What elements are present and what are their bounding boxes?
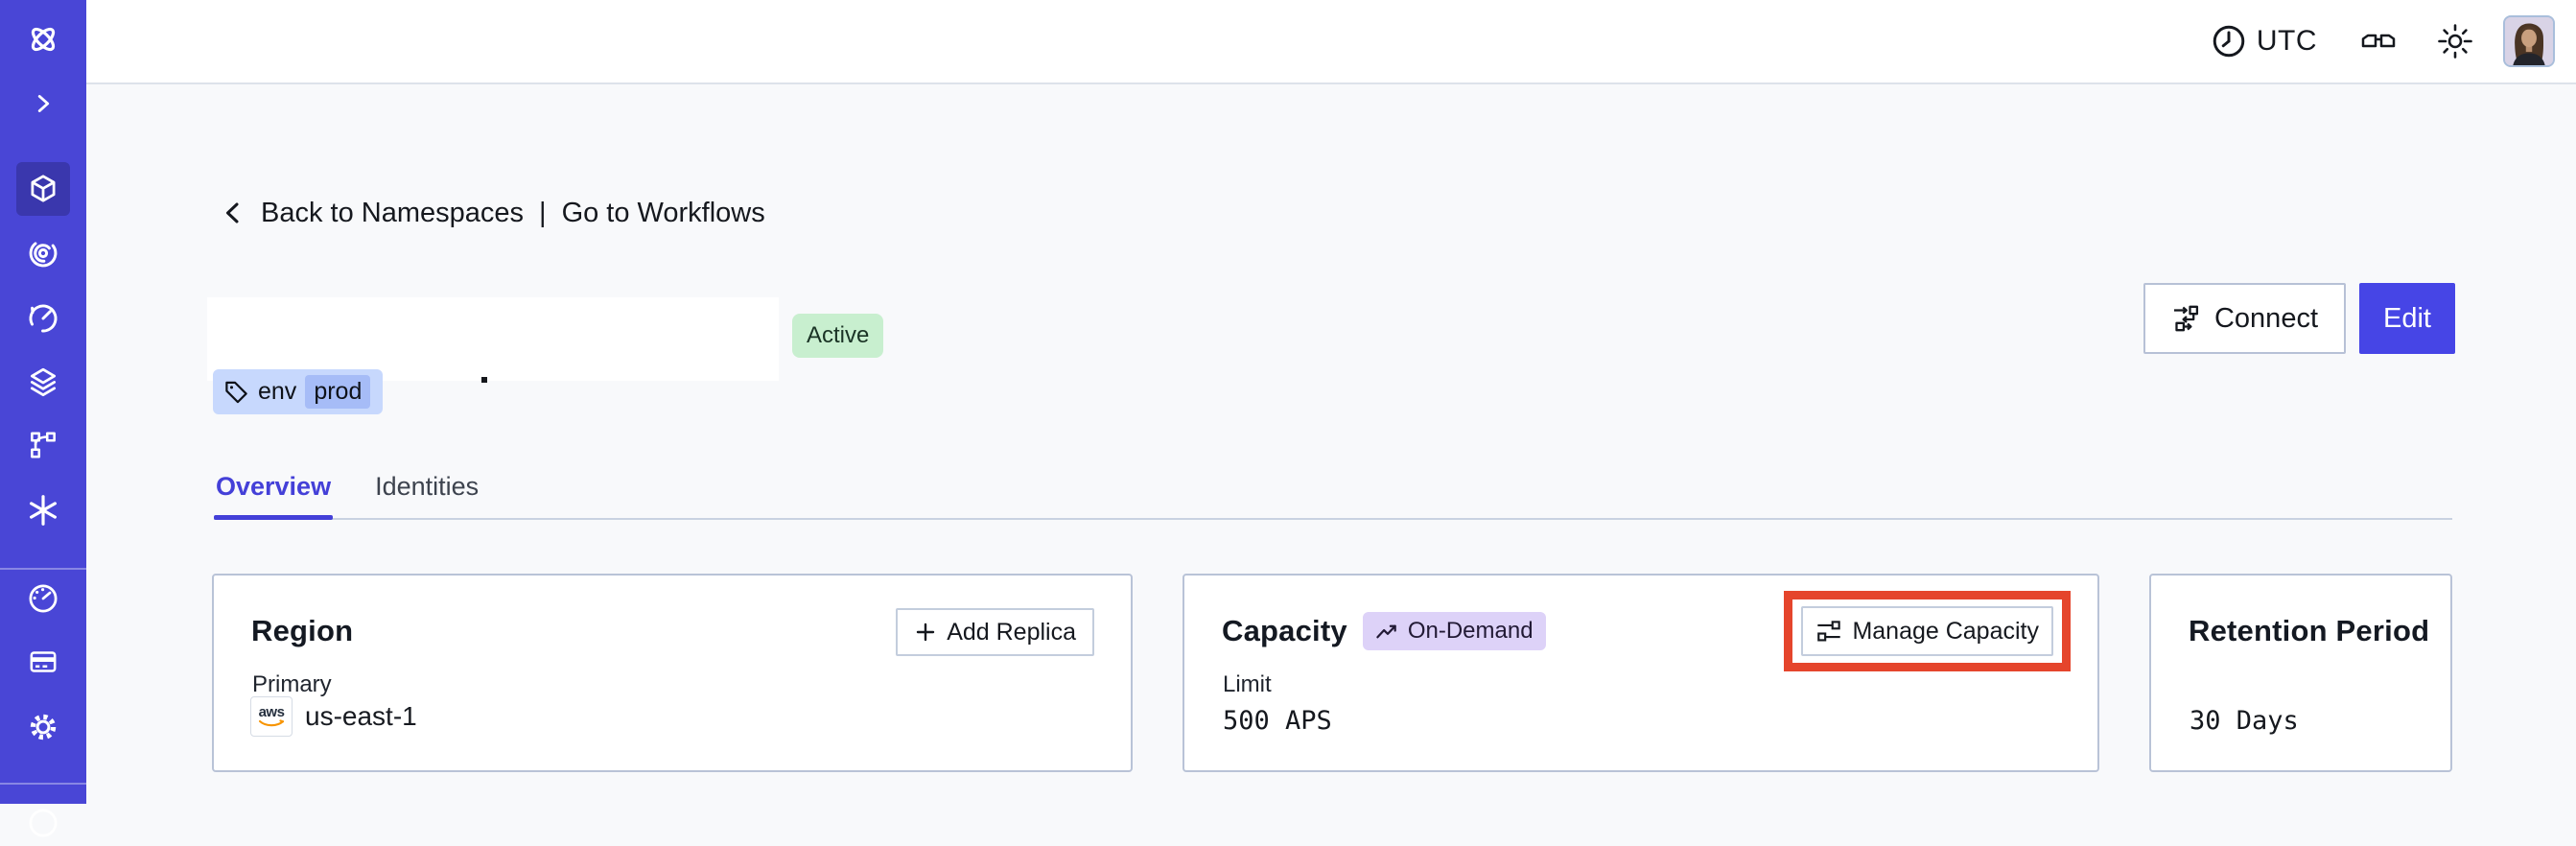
timezone-label: UTC <box>2256 25 2317 57</box>
retention-value: 30 Days <box>2190 706 2299 736</box>
connect-button[interactable]: Connect <box>2143 283 2346 354</box>
sidebar-item-namespaces[interactable] <box>0 166 86 212</box>
primary-region-row: aws us-east-1 <box>250 696 417 737</box>
namespace-tag-chip[interactable]: env prod <box>213 369 384 414</box>
trending-up-icon <box>1375 620 1399 644</box>
on-demand-label: On-Demand <box>1407 618 1534 644</box>
credit-card-icon <box>26 645 60 679</box>
limit-value: 500 APS <box>1223 706 1332 736</box>
limit-label: Limit <box>1223 671 1272 697</box>
plus-icon <box>914 621 937 644</box>
add-replica-label: Add Replica <box>947 618 1076 646</box>
region-card-title: Region <box>251 614 354 647</box>
namespace-title-dot <box>481 377 487 383</box>
edit-button[interactable]: Edit <box>2359 283 2455 354</box>
aws-logo: aws <box>250 696 293 737</box>
breadcrumb-back-link[interactable]: Back to Namespaces <box>261 197 525 228</box>
sidebar-item-nexus[interactable] <box>0 487 86 533</box>
spiral-icon <box>26 236 60 270</box>
branch-icon <box>26 428 60 462</box>
on-demand-badge: On-Demand <box>1362 612 1546 650</box>
theme-toggle[interactable] <box>2436 22 2474 60</box>
circle-icon <box>26 806 60 840</box>
sidebar-item-workflows[interactable] <box>0 230 86 276</box>
retention-card-title: Retention Period <box>2189 614 2430 647</box>
overview-cards: Region Add Replica Primary aws <box>212 574 2452 772</box>
cube-icon <box>26 172 60 206</box>
chevron-right-icon <box>28 88 59 119</box>
primary-label: Primary <box>252 671 332 697</box>
main-content: Back to Namespaces | Go to Workflows Act… <box>86 86 2576 804</box>
tabs: Overview Identities <box>214 472 2452 520</box>
breadcrumb-separator: | <box>539 197 547 228</box>
manage-capacity-label: Manage Capacity <box>1852 617 2039 645</box>
gauge-icon <box>26 581 60 616</box>
tag-value: prod <box>305 375 371 409</box>
add-replica-button[interactable]: Add Replica <box>896 608 1094 656</box>
namespace-detail-page: { "topbar": { "timezone": "UTC" }, "brea… <box>0 0 2576 804</box>
tag-key: env <box>258 378 297 405</box>
sidebar-item-batch[interactable] <box>0 422 86 468</box>
breadcrumb: Back to Namespaces | Go to Workflows <box>219 194 765 232</box>
region-card: Region Add Replica Primary aws <box>212 574 1133 772</box>
labs-toggle[interactable] <box>2359 24 2398 59</box>
sliders-icon <box>1815 618 1842 645</box>
sidebar-item-usage[interactable] <box>0 576 86 622</box>
connect-flow-icon <box>2171 303 2202 334</box>
highlight-box: Manage Capacity <box>1784 591 2071 671</box>
temporal-logo-icon <box>24 20 62 59</box>
chevron-left-icon[interactable] <box>219 199 247 227</box>
sidebar-item-settings[interactable] <box>0 704 86 750</box>
sidebar-item-billing[interactable] <box>0 639 86 685</box>
manage-capacity-button[interactable]: Manage Capacity <box>1801 606 2053 656</box>
sidebar-item-logo[interactable] <box>0 16 86 62</box>
namespace-title-redacted <box>207 297 779 381</box>
sidebar-item-deployments[interactable] <box>0 360 86 406</box>
sidebar-item-schedules[interactable] <box>0 295 86 341</box>
glasses-icon <box>2359 24 2398 59</box>
sidebar-nav <box>0 0 86 837</box>
header-actions: Connect Edit <box>2143 283 2455 354</box>
sidebar-divider <box>0 568 86 570</box>
sidebar-divider <box>0 783 86 785</box>
tab-overview[interactable]: Overview <box>214 472 334 520</box>
clock-arrow-icon <box>26 301 60 336</box>
connect-button-label: Connect <box>2213 302 2318 334</box>
sidebar-item-expand[interactable] <box>0 81 86 127</box>
status-badge: Active <box>792 314 884 358</box>
tab-identities[interactable]: Identities <box>375 472 480 501</box>
region-name: us-east-1 <box>305 701 417 731</box>
edit-button-label: Edit <box>2383 302 2431 334</box>
topbar: UTC <box>86 0 2576 84</box>
asterisk-icon <box>26 493 60 528</box>
layers-icon <box>26 365 60 400</box>
sun-icon <box>2436 22 2474 60</box>
tag-icon <box>223 379 249 405</box>
capacity-card: Capacity On-Demand <box>1183 574 2099 772</box>
user-avatar[interactable] <box>2503 15 2555 67</box>
capacity-card-title: Capacity <box>1222 614 1347 647</box>
gear-icon <box>26 710 60 744</box>
timezone-selector[interactable]: UTC <box>2211 23 2317 59</box>
retention-card: Retention Period 30 Days <box>2149 574 2452 772</box>
sidebar-item-help[interactable] <box>0 800 86 846</box>
breadcrumb-workflows-link[interactable]: Go to Workflows <box>561 197 765 228</box>
clock-icon <box>2211 23 2247 59</box>
